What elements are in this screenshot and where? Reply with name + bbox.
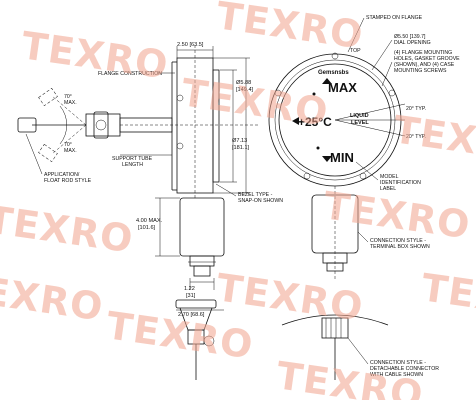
label-conn-detach-2: DETACHABLE CONNECTOR — [370, 366, 439, 372]
label-model-1: MODEL — [380, 174, 399, 180]
label-stamped-on-flange: STAMPED ON FLANGE — [366, 15, 423, 21]
label-dial-opening: DIAL OPENING — [394, 40, 431, 46]
label-conn-terminal-1: CONNECTION STYLE - — [370, 238, 426, 244]
label-flange-mounting-4: MOUNTING SCREWS — [394, 68, 447, 74]
label-model-3: LABEL — [380, 186, 396, 192]
label-conn-detach-3: WITH CABLE SHOWN — [370, 372, 423, 378]
watermark: TEXRO — [419, 265, 476, 329]
angle-lower: 70° — [64, 142, 72, 148]
watermark: TEXRO — [0, 265, 106, 329]
label-dial-opening-dim: Ø5.50 [139.7] — [394, 34, 426, 40]
label-support-tube-1: SUPPORT TUBE — [112, 156, 153, 162]
watermark: TEXRO — [214, 265, 366, 329]
label-flange-construction: FLANGE CONSTRUCTION — [98, 71, 162, 77]
dial-max: MAX — [328, 80, 357, 95]
bezel-edge — [212, 69, 220, 183]
label-bezel-1: BEZEL TYPE - — [238, 192, 273, 198]
dim-dia-inner-2: [149.4] — [236, 87, 254, 93]
front-callouts: STAMPED ON FLANGE Ø5.50 [139.7] DIAL OPE… — [347, 15, 460, 378]
min-triangle-icon — [322, 156, 332, 162]
label-top: TOP — [350, 48, 361, 54]
label-typ-upper: 20° TYP. — [406, 106, 426, 112]
label-application-2: FLOAT ROD STYLE — [44, 178, 92, 184]
label-flange-mounting-2: HOLES, GASKET GROOVE — [394, 56, 460, 62]
coupling-block — [85, 113, 121, 137]
dim-max-height-1: 4.00 MAX. — [136, 218, 163, 224]
dial-level: LEVEL — [351, 120, 369, 126]
connector-front-arc — [281, 314, 389, 326]
angle-lower-sub: MAX. — [64, 148, 77, 154]
side-dimensions: 2.50 [63.5] Ø5.88 [149.4] Ø7.13 [181.1] … — [64, 42, 254, 318]
angle-upper-sub: MAX. — [64, 100, 77, 106]
dial-min: MIN — [330, 150, 354, 165]
watermark: TEXRO — [0, 197, 136, 261]
screw-lower — [176, 142, 184, 150]
label-conn-terminal-2: TERMINAL BOX SHOWN — [370, 244, 430, 250]
mount-hole-top — [331, 52, 339, 60]
side-view — [17, 45, 260, 380]
dial-liquid: LIQUID — [350, 113, 369, 119]
label-flange-mounting-1: (4) FLANGE MOUNTING — [394, 50, 452, 56]
label-flange-mounting-3: (SHOWN), AND (4) CASE — [394, 62, 455, 68]
float — [17, 117, 37, 133]
dim-dia-inner-1: Ø5.88 — [236, 80, 251, 86]
screw-upper — [176, 94, 184, 102]
label-typ-lower: 20° TYP. — [406, 134, 426, 140]
watermark: TEXRO — [214, 0, 366, 57]
dial-temp: +25°C — [298, 115, 332, 129]
pointer-left-icon — [292, 117, 299, 125]
watermark: TEXRO — [104, 303, 256, 367]
dim-small-2: [31] — [186, 293, 196, 299]
label-support-tube-2: LENGTH — [122, 162, 143, 168]
dim-dia-outer-1: Ø7.13 — [232, 138, 247, 144]
connector-side-cap — [175, 299, 217, 309]
label-bezel-2: SNAP-ON SHOWN — [238, 198, 283, 204]
dim-small-1: 1.22 — [184, 286, 195, 292]
watermark: TEXRO — [391, 107, 476, 171]
dim-width-top: 2.50 [63.5] — [177, 42, 204, 48]
dim-max-height-2: [101.6] — [138, 225, 156, 231]
dim-bottom-width: 2.70 [68.6] — [178, 312, 205, 318]
angle-upper: 70° — [64, 94, 72, 100]
label-conn-detach-1: CONNECTION STYLE - — [370, 360, 426, 366]
dim-dia-outer-2: [181.1] — [232, 145, 250, 151]
front-view: Gemsnsbs MAX +25°C LIQUID LEVEL MIN 20° … — [268, 48, 426, 380]
label-model-2: IDENTIFICATION — [380, 180, 421, 186]
dial-brand: Gemsnsbs — [318, 70, 349, 76]
watermark: TEXRO — [19, 23, 171, 87]
side-callouts: FLANGE CONSTRUCTION APPLICATION/ FLOAT R… — [25, 71, 283, 204]
terminal-box-side — [179, 197, 225, 257]
max-triangle-icon — [322, 78, 332, 84]
label-application-1: APPLICATION/ — [44, 172, 80, 178]
